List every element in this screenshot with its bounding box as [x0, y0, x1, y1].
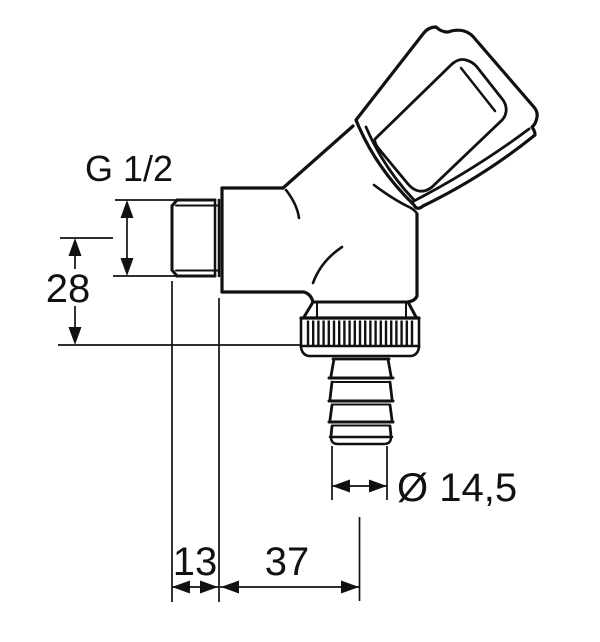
handle-recess-bevel-line: [459, 66, 497, 113]
dimension-thread: G 1/2: [85, 148, 176, 277]
arrow-up-icon: [120, 200, 134, 218]
arrow-down-icon: [120, 258, 134, 276]
arrow-down-icon: [68, 327, 82, 345]
dimension-height: 28: [46, 237, 301, 346]
height-dimension-label: 28: [46, 267, 91, 311]
valve-body: [220, 124, 419, 304]
thread-connection: [170, 198, 221, 278]
arrow-right-icon: [200, 580, 218, 594]
arrow-right-icon: [341, 580, 359, 594]
handle-lower-rim-line: [410, 127, 531, 204]
arrow-left-icon: [332, 479, 350, 493]
valve-handle: [354, 25, 539, 210]
thread-size-label: G 1/2: [85, 148, 173, 189]
knurl-ribs: [304, 320, 416, 345]
dimension-thread-length-and-offset: 13 37: [171, 281, 361, 602]
arrow-left-icon: [172, 580, 190, 594]
thread-length-label: 13: [173, 540, 218, 584]
union-nut: [299, 300, 421, 358]
dimension-hose-diameter: Ø 14,5: [331, 446, 517, 510]
handle-base-rim-line: [364, 125, 416, 202]
arrow-right-icon: [369, 479, 387, 493]
offset-dimension-label: 37: [265, 540, 310, 584]
hose-barb: [327, 357, 395, 446]
handle-grip-recess: [373, 58, 508, 193]
arrow-up-icon: [68, 238, 82, 256]
arrow-left-icon: [221, 580, 239, 594]
hose-diameter-label: Ø 14,5: [397, 466, 517, 510]
